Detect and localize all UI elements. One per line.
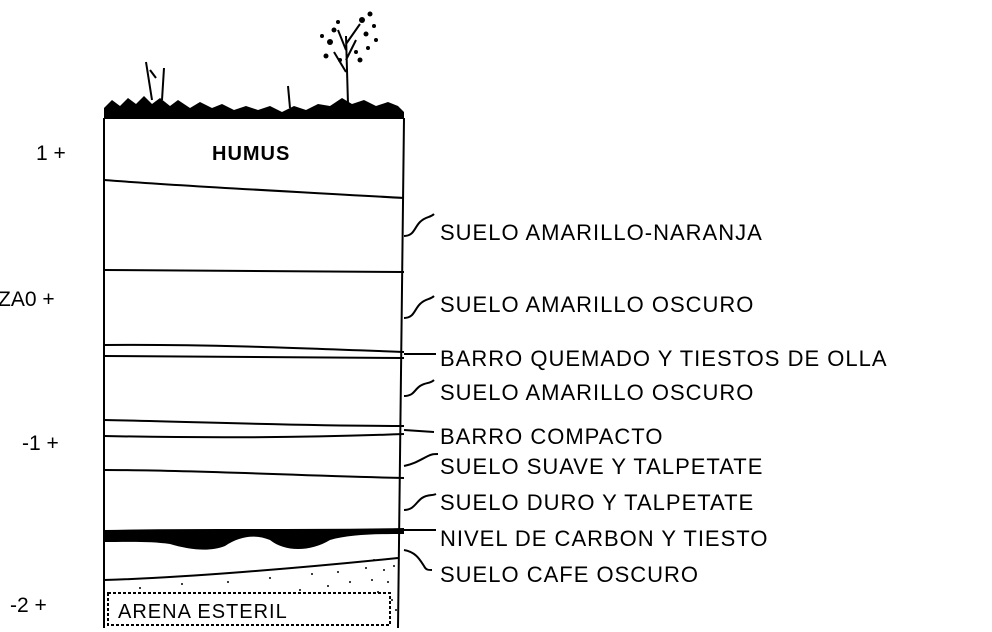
arena-box [107,592,391,626]
arena-label: ARENA ESTERIL [118,601,288,623]
vegetation-icon [104,11,404,118]
depth-tick-minus-2: -2 + [10,594,47,617]
layer-labels: SUELO AMARILLO-NARANJA SUELO AMARILLO OS… [440,220,888,587]
layer-label-4: SUELO AMARILLO OSCURO [440,380,754,405]
layer-label-9: SUELO CAFE OSCURO [440,562,699,587]
layer-label-7: SUELO DURO Y TALPETATE [440,490,754,515]
depth-tick-1: 1 + [36,142,66,165]
charcoal-layer [104,528,404,550]
leader-lines [403,213,439,571]
layer-label-8: NIVEL DE CARBON Y TIESTO [440,526,768,551]
layer-label-6: SUELO SUAVE Y TALPETATE [440,454,763,479]
depth-tick-minus-1: -1 + [22,432,59,455]
layer-label-5: BARRO COMPACTO [440,424,663,449]
soil-column [103,117,405,629]
layer-label-1: SUELO AMARILLO-NARANJA [440,220,763,245]
depth-tick-0: ZA0 + [0,288,55,311]
layer-label-2: SUELO AMARILLO OSCURO [440,292,754,317]
layer-label-3: BARRO QUEMADO Y TIESTOS DE OLLA [440,346,888,371]
depth-scale: 1 + ZA0 + -1 + -2 + [0,142,66,617]
humus-label: HUMUS [212,143,290,165]
